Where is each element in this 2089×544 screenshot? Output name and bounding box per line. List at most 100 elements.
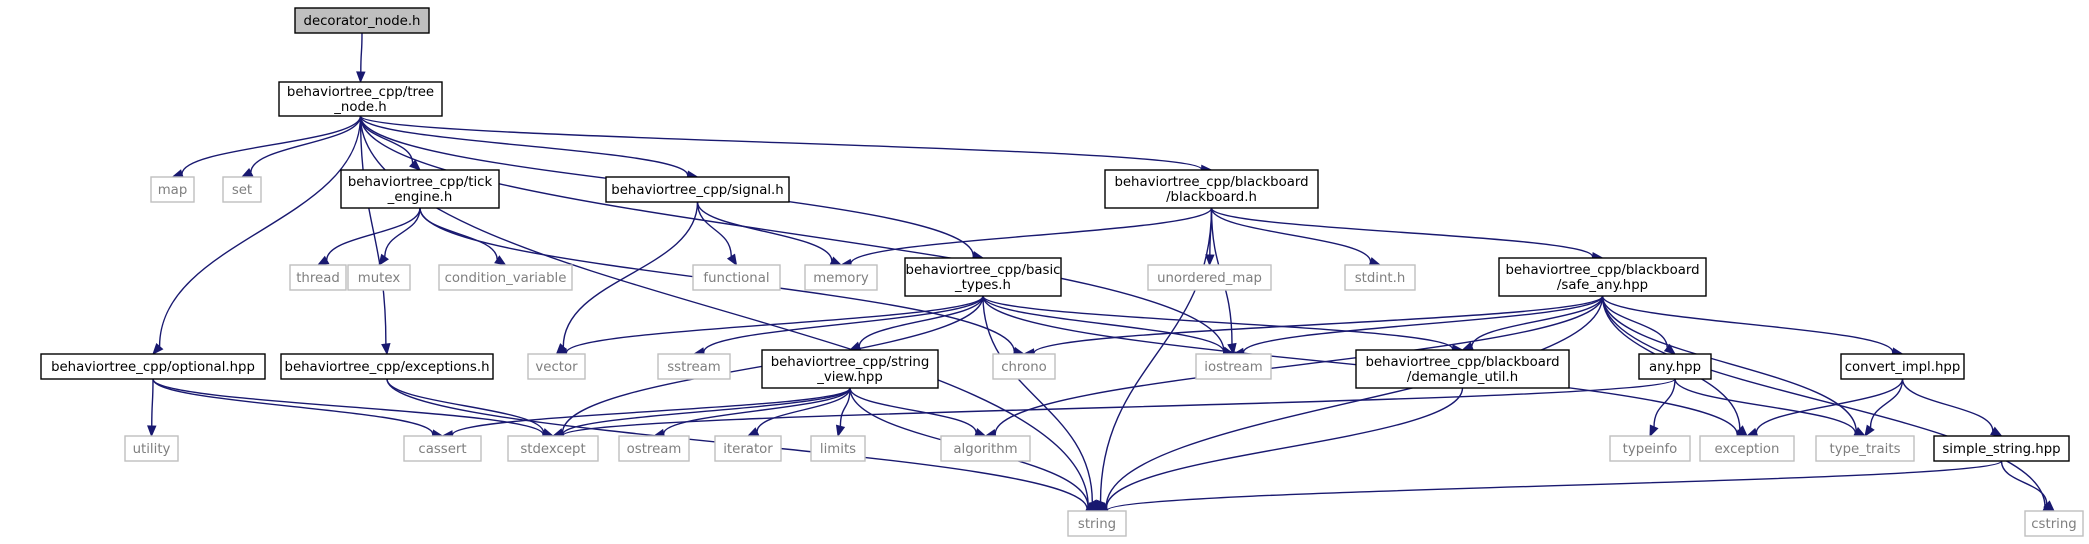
node-utility: utility <box>124 435 179 462</box>
node-label: vector <box>535 360 578 375</box>
node-decorator-node: decorator_node.h <box>294 7 430 34</box>
node-typeinfo: typeinfo <box>1609 435 1691 462</box>
node-box <box>403 435 482 462</box>
node-stdint: stdint.h <box>1344 264 1416 291</box>
node-label: behaviortree_cpp/blackboard <box>1365 355 1559 370</box>
node-simple-string[interactable]: simple_string.hpp <box>1933 435 2070 462</box>
node-exception: exception <box>1699 435 1795 462</box>
edge-safe_any-to-convert_impl <box>1601 295 1904 357</box>
edge-blackboard-to-safe_any <box>1210 207 1604 262</box>
node-box <box>1609 435 1691 462</box>
edge-optional-to-cassert <box>152 378 444 439</box>
node-label: type_traits <box>1829 442 1900 457</box>
edge-basic_types-to-string_view <box>848 295 984 351</box>
node-label: cstring <box>2031 517 2076 532</box>
node-thread: thread <box>289 264 347 291</box>
node-box <box>40 353 266 380</box>
node-box <box>810 435 866 462</box>
node-string-view[interactable]: behaviortree_cpp/string_view.hpp <box>761 349 939 389</box>
node-layer: decorator_node.h behaviortree_cpp/tree_no… <box>40 7 2084 537</box>
node-box <box>1815 435 1915 462</box>
node-label: convert_impl.hpp <box>1845 360 1961 375</box>
node-box <box>289 264 347 291</box>
node-box <box>1067 510 1127 537</box>
node-box <box>1344 264 1416 291</box>
edge-tick_engine-to-thread <box>316 207 421 266</box>
node-iterator: iterator <box>714 435 782 462</box>
edge-basic_types-to-iostream <box>982 295 1235 357</box>
edge-tree_node-to-optional <box>152 115 362 356</box>
node-box <box>1498 257 1707 297</box>
node-set: set <box>222 176 262 203</box>
node-condition-variable: condition_variable <box>438 264 573 291</box>
node-box <box>1147 264 1272 291</box>
node-box <box>1355 349 1570 389</box>
node-demangle-util[interactable]: behaviortree_cpp/blackboard/demangle_uti… <box>1355 349 1570 389</box>
node-box <box>278 81 443 117</box>
node-label: behaviortree_cpp/signal.h <box>611 183 783 198</box>
node-safe-any[interactable]: behaviortree_cpp/blackboard/safe_any.hpp <box>1498 257 1707 297</box>
node-label: behaviortree_cpp/string <box>771 355 930 370</box>
node-box <box>1933 435 2070 462</box>
node-optional[interactable]: behaviortree_cpp/optional.hpp <box>40 353 266 380</box>
node-basic-types[interactable]: behaviortree_cpp/basic_types.h <box>904 257 1062 297</box>
node-box <box>438 264 573 291</box>
node-label: /demangle_util.h <box>1407 370 1518 385</box>
node-label: functional <box>703 271 769 286</box>
edge-safe_any-to-any <box>1601 295 1677 355</box>
node-signal[interactable]: behaviortree_cpp/signal.h <box>605 176 790 203</box>
node-label: memory <box>813 271 869 286</box>
node-box <box>1104 169 1319 209</box>
edge-convert_impl-to-type_traits <box>1864 378 1904 438</box>
node-label: decorator_node.h <box>304 14 421 29</box>
node-label: /blackboard.h <box>1166 190 1257 205</box>
node-box <box>714 435 782 462</box>
node-box <box>618 435 690 462</box>
node-label: iostream <box>1204 360 1262 375</box>
node-label: thread <box>296 271 340 286</box>
node-label: cassert <box>418 442 466 457</box>
node-label: unordered_map <box>1157 271 1262 286</box>
node-label: stdexcept <box>520 442 585 457</box>
edge-string_view-to-stdexcept <box>551 387 851 440</box>
node-vector: vector <box>527 353 586 380</box>
node-box <box>992 353 1056 380</box>
node-mutex: mutex <box>347 264 411 291</box>
edge-simple_string-to-cstring <box>2000 460 2055 512</box>
node-chrono: chrono <box>992 353 1056 380</box>
node-any[interactable]: any.hpp <box>1638 353 1712 380</box>
node-label: behaviortree_cpp/tree <box>287 85 434 100</box>
node-sstream: sstream <box>657 353 731 380</box>
node-label: _types.h <box>954 278 1011 293</box>
node-convert-impl[interactable]: convert_impl.hpp <box>1840 353 1965 380</box>
edge-basic_types-to-vector <box>555 295 984 358</box>
node-cstring: cstring <box>2024 510 2084 537</box>
edge-basic_types-to-string <box>982 295 1098 513</box>
edge-tree_node-to-set <box>240 115 362 178</box>
node-label: behaviortree_cpp/blackboard <box>1114 175 1308 190</box>
node-blackboard[interactable]: behaviortree_cpp/blackboard/blackboard.h <box>1104 169 1319 209</box>
node-label: typeinfo <box>1623 442 1678 457</box>
node-box <box>1195 353 1272 380</box>
edge-tree_node-to-exceptions <box>359 115 391 356</box>
node-box <box>527 353 586 380</box>
node-tick-engine[interactable]: behaviortree_cpp/tick_engine.h <box>340 169 500 209</box>
node-box <box>340 169 500 209</box>
edge-tree_node-to-blackboard <box>359 115 1213 175</box>
node-exceptions[interactable]: behaviortree_cpp/exceptions.h <box>280 353 494 380</box>
node-label: map <box>158 183 188 198</box>
node-box <box>904 257 1062 297</box>
node-box <box>940 435 1031 462</box>
node-box <box>1840 353 1965 380</box>
node-box <box>1638 353 1712 380</box>
node-type-traits: type_traits <box>1815 435 1915 462</box>
node-tree-node[interactable]: behaviortree_cpp/tree_node.h <box>278 81 443 117</box>
node-string: string <box>1067 510 1127 537</box>
edge-tree_node-to-tick_engine <box>359 115 421 171</box>
edge-signal-to-functional <box>696 201 738 267</box>
node-label: _node.h <box>333 100 387 115</box>
node-label: set <box>232 183 252 198</box>
edge-optional-to-stdexcept <box>152 378 555 440</box>
node-algorithm: algorithm <box>940 435 1031 462</box>
